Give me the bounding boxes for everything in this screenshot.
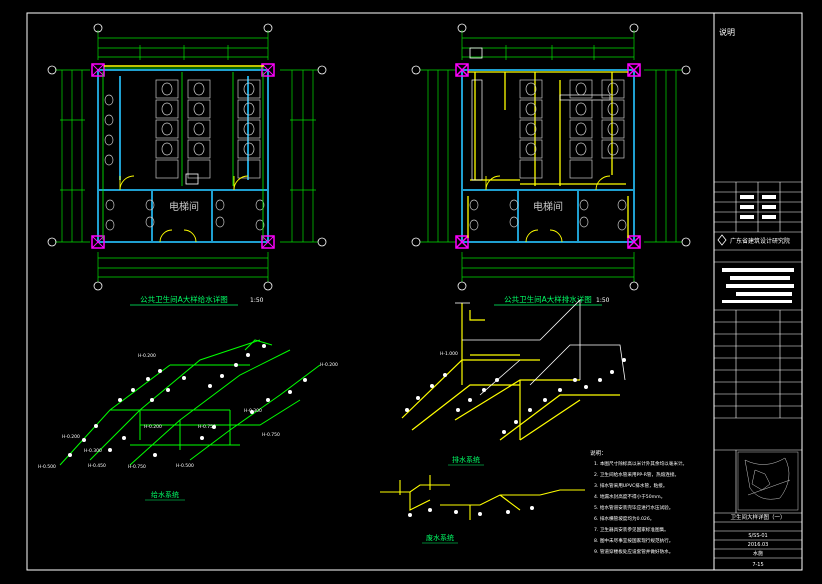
drain-system-pipes bbox=[401, 303, 620, 441]
waste-system-diagram: 废水系统 bbox=[380, 475, 585, 544]
supply-system-title: 给水系统 bbox=[151, 490, 179, 499]
svg-text:H-0.750: H-0.750 bbox=[128, 464, 146, 470]
svg-text:H-0.500: H-0.500 bbox=[176, 463, 194, 469]
institute-name: 广东省建筑设计研究院 bbox=[730, 237, 790, 245]
drain-system-fixtures bbox=[405, 358, 626, 434]
drain-plan-walls bbox=[461, 69, 635, 243]
supply-plan-walls bbox=[97, 69, 269, 243]
supply-plan-axis-bubbles bbox=[47, 23, 327, 291]
supply-plan-scale: 1:50 bbox=[250, 297, 264, 304]
supply-system-fixtures bbox=[68, 344, 307, 457]
supply-plan-room-label: 电梯间 bbox=[169, 200, 199, 213]
waste-system-title: 废水系统 bbox=[426, 533, 454, 542]
drain-system-title: 排水系统 bbox=[452, 455, 480, 464]
note-item: 7. 卫生器具安装参见国家标准图集。 bbox=[594, 526, 669, 533]
drain-plan-doors bbox=[485, 175, 611, 243]
svg-text:H-0.300: H-0.300 bbox=[84, 448, 102, 454]
waste-system-pipes bbox=[380, 475, 585, 520]
note-item: 4. 地漏水封高度不得小于50mm。 bbox=[594, 493, 665, 500]
svg-text:H-0.200: H-0.200 bbox=[138, 353, 156, 359]
drain-plan-room-label: 电梯间 bbox=[533, 200, 563, 213]
svg-text:H-0.200: H-0.200 bbox=[144, 424, 162, 430]
supply-plan-doors bbox=[119, 175, 249, 243]
drain-plan: 电梯间 公共卫生间A大样排水详图 1:50 bbox=[411, 23, 691, 306]
supply-plan: 电梯间 公共卫生间A大样给水详图 1:50 bbox=[47, 23, 327, 306]
supply-plan-tag bbox=[185, 173, 199, 185]
drain-plan-title: 公共卫生间A大样排水详图 bbox=[504, 294, 592, 304]
svg-text:H-0.500: H-0.500 bbox=[38, 464, 56, 470]
title-block-heading: 说明 bbox=[719, 27, 735, 37]
svg-text:H-0.750: H-0.750 bbox=[198, 424, 216, 430]
supply-plan-stalls bbox=[104, 79, 265, 231]
title-block: 说明 bbox=[714, 27, 802, 568]
institute-logo-icon bbox=[717, 234, 727, 246]
drain-plan-dimensions bbox=[420, 30, 682, 282]
note-item: 3. 排水管采用UPVC排水管，粘接。 bbox=[594, 482, 667, 489]
supply-plan-risers bbox=[102, 72, 264, 240]
drain-system-diagram: H-1.000 排水系统 bbox=[401, 299, 626, 466]
supply-system-diagram: H-0.200 H-0.200 H-0.300 H-0.500 H-0.450 … bbox=[38, 339, 338, 501]
design-notes: 说明： 1. 本图尺寸除标高以米计外其余均以毫米计。 2. 卫生间给水管采用PP… bbox=[590, 449, 687, 555]
drawing-discipline: 水施 bbox=[753, 550, 763, 557]
drain-plan-tag bbox=[469, 47, 483, 59]
svg-text:H-0.200: H-0.200 bbox=[62, 434, 80, 440]
drain-plan-stalls bbox=[469, 79, 627, 231]
svg-text:H-0.200: H-0.200 bbox=[320, 362, 338, 368]
drawing-title: 卫生间大样详图（一） bbox=[730, 513, 785, 521]
sheet-number: 7-15 bbox=[752, 562, 763, 568]
title-block-grid bbox=[714, 181, 802, 559]
drain-plan-scale: 1:50 bbox=[596, 297, 610, 304]
svg-text:H-0.300: H-0.300 bbox=[244, 408, 262, 414]
site-key-plan bbox=[737, 451, 799, 511]
note-item: 1. 本图尺寸除标高以米计外其余均以毫米计。 bbox=[594, 460, 687, 467]
supply-system-pipes bbox=[59, 339, 321, 466]
note-item: 5. 给水管道安装完毕应进行水压试验。 bbox=[594, 504, 673, 511]
supply-plan-columns bbox=[91, 63, 275, 249]
note-item: 9. 管道穿楼板处应设套管并做好防水。 bbox=[594, 548, 673, 555]
title-block-fills bbox=[722, 195, 794, 303]
drawing-date: 2016.03 bbox=[748, 542, 769, 548]
note-item: 2. 卫生间给水管采用PP-R管，热熔连接。 bbox=[594, 471, 679, 478]
drain-plan-axis-bubbles bbox=[411, 23, 691, 291]
note-item: 8. 图中未尽事宜按国家现行规范执行。 bbox=[594, 537, 673, 544]
supply-system-elevations: H-0.200 H-0.200 H-0.300 H-0.500 H-0.450 … bbox=[38, 353, 338, 470]
drawing-number: S/SS-01 bbox=[748, 533, 767, 539]
supply-plan-title: 公共卫生间A大样给水详图 bbox=[140, 294, 228, 304]
drain-plan-columns bbox=[455, 63, 641, 249]
drawing-border bbox=[26, 12, 803, 571]
notes-heading: 说明： bbox=[590, 449, 607, 457]
supply-plan-dimensions bbox=[55, 30, 318, 282]
svg-text:H-0.450: H-0.450 bbox=[88, 463, 106, 469]
drain-system-vents bbox=[455, 299, 626, 396]
waste-system-fixtures bbox=[408, 506, 534, 517]
svg-text:H-0.750: H-0.750 bbox=[262, 432, 280, 438]
note-item: 6. 排水横管坡度均为0.026。 bbox=[594, 515, 654, 522]
drain-system-elev: H-1.000 bbox=[440, 351, 458, 357]
